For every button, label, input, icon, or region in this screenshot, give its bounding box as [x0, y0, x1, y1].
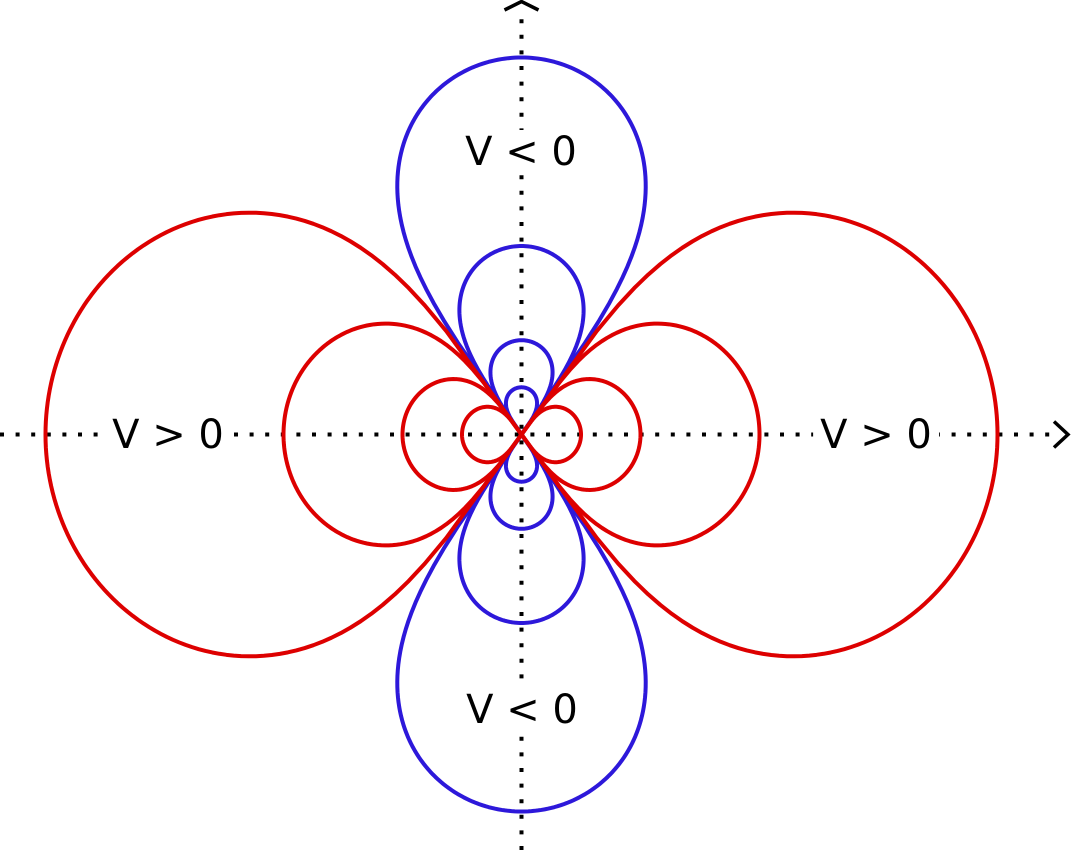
positive-potential-lobes-curve: [519, 321, 762, 548]
positive-equipotential-curves: [43, 210, 1000, 659]
negative-potential-lobes-curve: [457, 244, 586, 433]
negative-potential-lobes-curve: [488, 434, 555, 531]
positive-potential-lobes-curve: [281, 321, 524, 548]
negative-potential-lobes-curve: [395, 55, 648, 429]
negative-equipotential-curves: [395, 55, 648, 814]
negative-potential-lobes-curve: [395, 440, 648, 814]
label-v-positive-right: V > 0: [813, 413, 939, 457]
negative-potential-lobes-curve: [503, 385, 540, 436]
x-axis-arrow-icon: [1052, 420, 1071, 449]
positive-potential-lobes-curve: [400, 377, 524, 492]
positive-potential-lobes-curve: [519, 404, 583, 465]
positive-potential-lobes-curve: [519, 377, 643, 492]
y-axis-arrow-icon: [503, 0, 540, 12]
positive-potential-lobes-curve: [43, 210, 524, 659]
negative-potential-lobes-curve: [488, 338, 555, 435]
label-v-positive-left: V > 0: [105, 413, 231, 457]
negative-potential-lobes-curve: [503, 433, 540, 484]
positive-potential-lobes-curve: [460, 404, 524, 465]
label-v-negative-top: V < 0: [458, 130, 584, 174]
negative-potential-lobes-curve: [457, 436, 586, 625]
label-v-negative-bottom: V < 0: [459, 688, 585, 732]
positive-potential-lobes-curve: [519, 210, 1000, 659]
